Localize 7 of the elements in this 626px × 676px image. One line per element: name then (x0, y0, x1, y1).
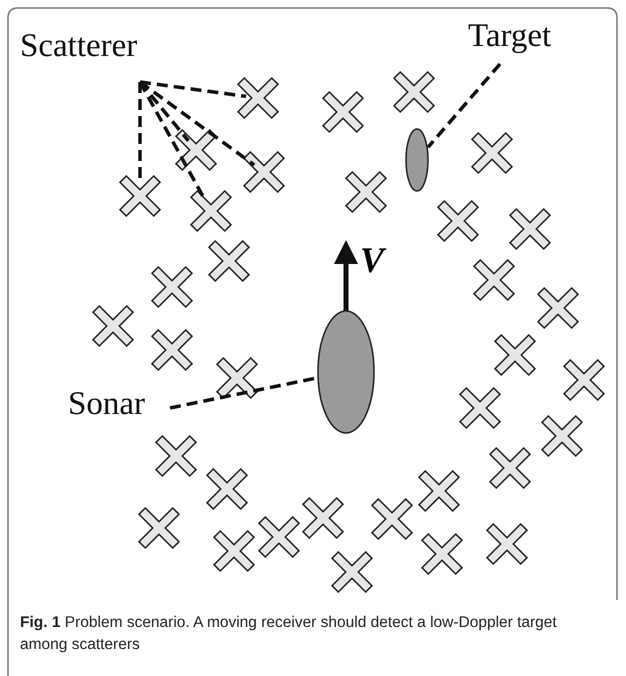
velocity-label: V (360, 242, 384, 278)
figure-caption: Fig. 1 Problem scenario. A moving receiver should detect a low-Doppler target among scatterers (20, 613, 558, 656)
callout-label: Target (468, 20, 552, 53)
leader-line (170, 376, 318, 410)
leader-line (426, 62, 502, 148)
callout-label: Scatterer (20, 30, 138, 63)
callout-label: Sonar (68, 388, 146, 421)
